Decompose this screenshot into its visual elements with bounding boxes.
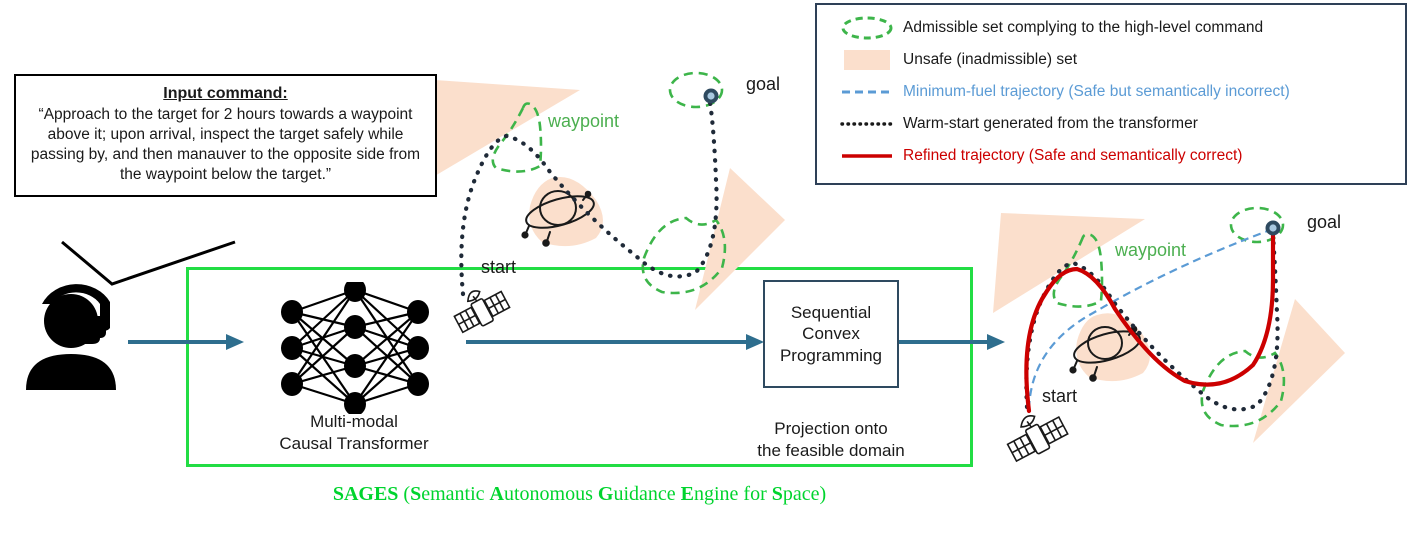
legend-label-warm-start: Warm-start generated from the transforme…: [903, 115, 1198, 132]
blue-dashed-line-icon: [831, 79, 903, 105]
arrow-scp-to-output: [899, 330, 1007, 354]
admissible-set-waypoint-lower: [1200, 349, 1286, 428]
left-trajectory-diagram: [400, 60, 820, 315]
sages-cap-g1: G: [597, 483, 614, 505]
peach-rectangle-icon: [831, 47, 903, 73]
input-command-text: “Approach to the target for 2 hours towa…: [30, 106, 421, 183]
sages-acronym: SAGES: [332, 483, 399, 505]
neural-network-icon: [270, 282, 440, 414]
scp-caption-line2: the feasible domain: [757, 441, 905, 461]
sages-word-5: pace): [782, 483, 827, 505]
legend-row-refined: Refined trajectory (Safe and semanticall…: [817, 140, 1405, 172]
legend-row-minimum-fuel: Minimum-fuel trajectory (Safe but semant…: [817, 76, 1405, 108]
right-satellite-icon: [1000, 408, 1072, 464]
admissible-set-goal: [1229, 206, 1285, 244]
admissible-set-goal: [668, 71, 724, 109]
sages-cap-s2: S: [771, 483, 783, 505]
left-satellite-icon: [448, 283, 514, 335]
legend-row-unsafe-set: Unsafe (inadmissible) set: [817, 44, 1405, 76]
sages-container: [186, 267, 973, 467]
legend-label-unsafe-set: Unsafe (inadmissible) set: [903, 51, 1078, 68]
black-dotted-line-icon: [831, 111, 903, 137]
input-command-title: Input command:: [163, 85, 288, 102]
warm-start-trajectory: [1024, 232, 1280, 412]
unsafe-set-triangle-upper: [993, 213, 1145, 313]
target-planet-icon: [521, 190, 595, 247]
input-command-box: Input command: “Approach to the target f…: [14, 74, 437, 197]
arrow-operator-to-transformer: [128, 330, 246, 354]
scp-line3: Programming: [779, 345, 883, 365]
minimum-fuel-trajectory: [1027, 227, 1274, 410]
scp-line1: Sequential: [790, 303, 872, 323]
scp-caption: Projection onto the feasible domain: [736, 418, 926, 462]
legend-label-admissible-set: Admissible set complying to the high-lev…: [903, 19, 1264, 36]
transformer-label: Multi-modal Causal Transformer: [244, 411, 464, 455]
speech-bubble-tail: [60, 226, 240, 294]
legend-box: Admissible set complying to the high-lev…: [815, 3, 1407, 185]
right-start-label: start: [1042, 386, 1078, 406]
admissible-set-waypoint-lower: [641, 216, 727, 295]
unsafe-set-blob: [1076, 313, 1150, 382]
left-goal-label: goal: [746, 74, 781, 94]
goal-marker: [703, 88, 719, 104]
right-trajectory-diagram: [985, 195, 1413, 485]
legend-label-minimum-fuel: Minimum-fuel trajectory (Safe but semant…: [903, 83, 1290, 100]
sages-cap-s1: S: [410, 483, 422, 505]
sages-word-3: uidance: [613, 483, 681, 505]
unsafe-set-triangle-upper: [428, 80, 580, 180]
sages-word-1: emantic: [421, 483, 490, 505]
right-goal-label: goal: [1307, 212, 1342, 232]
left-waypoint-label: waypoint: [548, 111, 620, 131]
right-waypoint-label: waypoint: [1115, 240, 1187, 260]
sages-paren-open: (: [398, 483, 411, 505]
scp-block: Sequential Convex Programming: [763, 280, 899, 388]
arrow-transformer-to-scp: [466, 330, 766, 354]
legend-label-refined: Refined trajectory (Safe and semanticall…: [903, 147, 1243, 164]
sages-caption: SAGES (Semantic Autonomous Guidance Engi…: [186, 483, 973, 506]
legend-row-warm-start: Warm-start generated from the transforme…: [817, 108, 1405, 140]
goal-marker: [1265, 220, 1281, 236]
warm-start-trajectory: [459, 99, 719, 297]
red-solid-line-icon: [831, 143, 903, 169]
unsafe-set-triangle-lower: [1253, 299, 1345, 443]
left-start-label: start: [481, 257, 517, 277]
refined-trajectory: [1024, 226, 1276, 414]
sages-cap-e1: E: [680, 483, 694, 505]
sages-cap-a1: A: [489, 483, 504, 505]
scp-line2: Convex: [802, 324, 860, 344]
transformer-label-line1: Multi-modal: [310, 412, 398, 431]
sages-word-4: ngine for: [693, 483, 772, 505]
legend-row-admissible-set: Admissible set complying to the high-lev…: [817, 12, 1405, 44]
operator-icon: [22, 268, 132, 392]
scp-caption-line1: Projection onto: [774, 419, 888, 438]
green-dashed-ellipse-icon: [831, 15, 903, 41]
sages-word-2: utonomous: [503, 483, 598, 505]
transformer-label-line2: Causal Transformer: [279, 434, 429, 454]
